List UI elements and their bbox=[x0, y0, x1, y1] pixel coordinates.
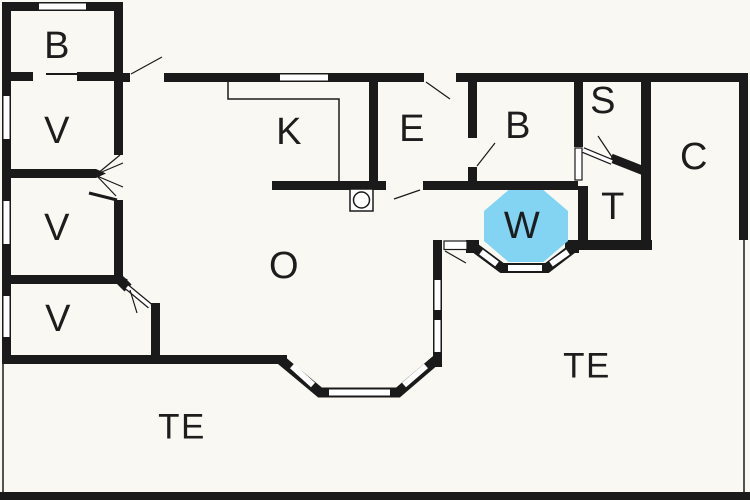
wall-kitchen-entrance bbox=[369, 73, 378, 189]
swing-v1-hall bbox=[96, 162, 124, 175]
door-leaf-sauna-inner bbox=[582, 148, 613, 164]
wall-annex-bottom-right bbox=[77, 72, 114, 81]
room-label-whirlpool: W bbox=[503, 205, 541, 247]
room-label-bedroom1: V bbox=[44, 110, 70, 152]
swing-v3 bbox=[129, 289, 138, 314]
door-leaf-v2 bbox=[88, 191, 118, 202]
wall-v3-right bbox=[151, 303, 160, 357]
room-label-bedroom3: V bbox=[45, 298, 71, 340]
wall-kitchen-bottom bbox=[272, 181, 386, 190]
wall-sauna-storage bbox=[641, 73, 651, 250]
swing-entrance-living bbox=[393, 189, 421, 200]
wall-entrance-bath-2 bbox=[468, 167, 477, 189]
door-terrace bbox=[443, 240, 468, 251]
window-whirlpool-bay-right bbox=[549, 249, 570, 267]
wall-spine-v1 bbox=[114, 82, 123, 155]
wall-sauna-toilet-diagonal bbox=[609, 153, 646, 176]
wall-top-1 bbox=[114, 73, 130, 82]
wall-toilet-left bbox=[578, 186, 588, 244]
wall-right-outer bbox=[739, 73, 748, 240]
swing-v2-hall bbox=[96, 175, 124, 188]
swing-entry bbox=[130, 56, 163, 75]
whirlpool-octagon bbox=[484, 190, 568, 262]
wall-spine-v2 bbox=[114, 200, 123, 278]
fireplace-symbol bbox=[349, 188, 374, 212]
wall-left-outer bbox=[2, 2, 11, 364]
wall-top-4 bbox=[456, 73, 748, 82]
walls-group bbox=[2, 2, 748, 367]
window-living-bay-right bbox=[402, 363, 428, 388]
terrace-border-bottom bbox=[0, 492, 750, 500]
terrace-borders bbox=[2, 240, 745, 492]
room-label-entrance: E bbox=[399, 108, 425, 150]
open-door-leaves bbox=[88, 147, 614, 309]
room-label-terrace-left: TE bbox=[158, 407, 206, 447]
room-label-toilet: T bbox=[601, 186, 625, 228]
door-swings bbox=[96, 56, 615, 314]
wall-entrance-bath-1 bbox=[468, 82, 477, 138]
room-label-living-room: O bbox=[268, 245, 300, 287]
room-label-bedroom2: V bbox=[44, 207, 70, 249]
room-label-terrace-right: TE bbox=[563, 346, 611, 386]
room-label-storage: C bbox=[680, 136, 708, 178]
room-label-utility: B bbox=[44, 25, 70, 67]
window-living-bay-left bbox=[289, 363, 316, 388]
room-label-bathroom: B bbox=[505, 105, 531, 147]
wall-v1-bottom-point bbox=[96, 169, 106, 178]
fireplace-circle bbox=[352, 191, 371, 209]
wall-toilet-bottom bbox=[578, 240, 652, 250]
windows-group bbox=[3, 3, 570, 396]
door-bath-sauna-lobby bbox=[574, 147, 583, 181]
room-label-kitchen: K bbox=[276, 111, 302, 153]
wall-entrance-bath-bottom bbox=[423, 181, 578, 190]
wall-v1-bottom bbox=[11, 169, 96, 178]
swing-entrance-bath bbox=[476, 142, 496, 167]
door-leaf-v3-inner bbox=[125, 285, 152, 308]
wall-bath-sauna bbox=[574, 82, 583, 147]
wall-annex-right bbox=[114, 11, 123, 73]
swing-v2 bbox=[96, 175, 117, 197]
window-whirlpool-bay-left bbox=[479, 249, 499, 267]
swing-entrance-room bbox=[425, 81, 451, 100]
wall-v2-bottom bbox=[11, 275, 118, 284]
swing-terrace-door bbox=[444, 250, 467, 264]
wall-bottom-left bbox=[2, 355, 287, 364]
wall-v3-corner-stub bbox=[115, 275, 132, 292]
swing-bath-sauna bbox=[597, 135, 615, 161]
swing-v1 bbox=[96, 154, 121, 175]
wall-top-2 bbox=[164, 73, 330, 82]
kitchen-counter-line bbox=[227, 82, 340, 181]
room-label-sauna: S bbox=[590, 80, 616, 122]
wall-annex-bottom-left bbox=[2, 72, 33, 81]
